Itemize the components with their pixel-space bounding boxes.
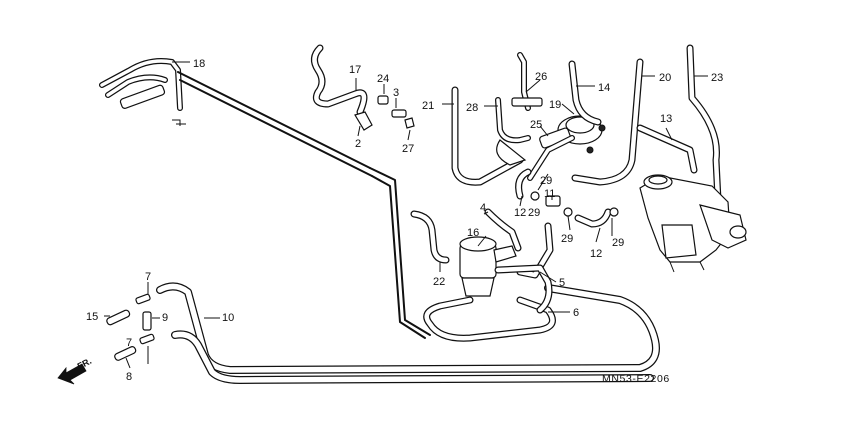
- hose-6-coiled-line: [423, 264, 556, 342]
- hose-17-cluster: [311, 44, 415, 131]
- callout-15: 15: [86, 311, 98, 323]
- callout-2: 2: [355, 138, 361, 150]
- callout-19: 19: [549, 99, 561, 111]
- callout-13: 13: [660, 113, 672, 125]
- front-direction-indicator: FR.: [57, 356, 93, 385]
- joint-parts-left: [106, 293, 155, 361]
- hose-4-22-group: [410, 208, 554, 279]
- callout-10: 10: [222, 312, 234, 324]
- callout-29-c: 29: [561, 233, 573, 245]
- joint-11: [545, 195, 561, 207]
- air-cleaner-housing: [639, 174, 747, 273]
- callout-21: 21: [422, 100, 434, 112]
- part-8: [114, 346, 137, 361]
- callout-29-a: 29: [540, 175, 552, 187]
- callout-28: 28: [466, 102, 478, 114]
- callout-16: 16: [467, 227, 479, 239]
- diagram-code: MN53-E2206: [602, 373, 670, 385]
- hose-14-20-13-23: [568, 44, 722, 204]
- front-label: FR.: [76, 356, 93, 372]
- callout-8: 8: [126, 371, 132, 383]
- callout-27: 27: [402, 143, 414, 155]
- t-joint-26: [511, 97, 543, 107]
- callout-26: 26: [535, 71, 547, 83]
- front-arrow-icon: [57, 363, 87, 385]
- callout-6: 6: [573, 307, 579, 319]
- clamp-24: [377, 95, 389, 105]
- part-9: [142, 311, 152, 331]
- callout-5: 5: [559, 277, 565, 289]
- part-7-lower: [139, 333, 155, 345]
- callout-11: 11: [544, 188, 555, 200]
- callout-14: 14: [598, 82, 610, 94]
- callout-23: 23: [711, 72, 723, 84]
- leader-lines: [104, 61, 708, 369]
- callout-12-b: 12: [590, 248, 602, 260]
- hose-18-vent-line: [99, 58, 431, 339]
- clamp-29: [530, 191, 540, 201]
- callout-22: 22: [433, 276, 445, 288]
- callout-9: 9: [162, 312, 168, 324]
- part-15: [106, 309, 131, 326]
- callout-20: 20: [659, 72, 671, 84]
- part-7-upper: [135, 293, 151, 305]
- callout-4: 4: [480, 202, 486, 214]
- three-way-joint: [119, 84, 166, 109]
- callout-29-b: 29: [528, 207, 540, 219]
- hose-10-long-loop: [156, 282, 660, 384]
- callout-labels: 18 17 24 3 2 27 26 20 14 23 21 28 19 25 …: [86, 58, 723, 383]
- joint-3: [391, 109, 407, 118]
- callout-12-a: 12: [514, 207, 526, 219]
- callout-3: 3: [393, 87, 399, 99]
- callout-7-upper: 7: [145, 271, 151, 283]
- callout-25: 25: [530, 119, 542, 131]
- callout-17: 17: [349, 64, 361, 76]
- callout-24: 24: [377, 73, 389, 85]
- hose-12-29-group: [515, 168, 619, 228]
- hose-21-28-group: [451, 52, 543, 186]
- callout-18: 18: [193, 58, 205, 70]
- callout-29-d: 29: [612, 237, 624, 249]
- callout-7-lower: 7: [126, 337, 132, 349]
- vacuum-pump-16: [459, 236, 517, 297]
